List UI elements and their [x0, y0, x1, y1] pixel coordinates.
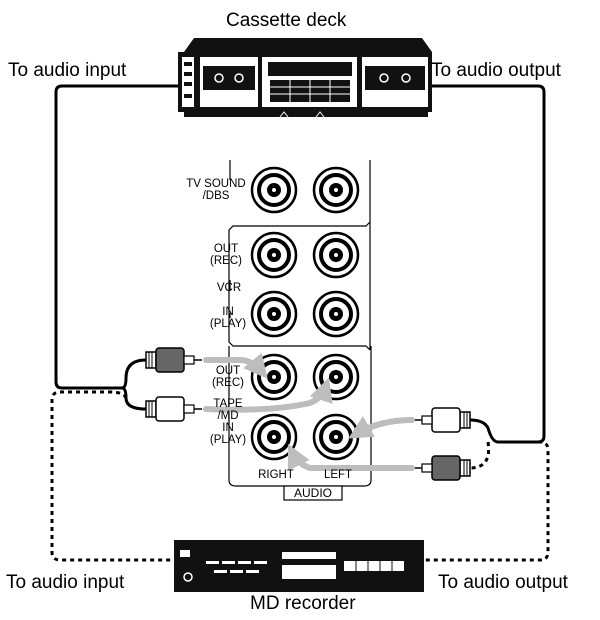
tape-text: TAPE	[213, 398, 243, 410]
tape-play-text: (PLAY)	[209, 434, 247, 446]
md-recorder-icon	[174, 540, 424, 592]
plug-icon	[414, 407, 471, 433]
cassette-deck-icon	[178, 38, 432, 118]
md-recorder-label: MD recorder	[250, 593, 356, 614]
left-label: LEFT	[323, 469, 353, 481]
vcr-out-text: OUT	[213, 243, 239, 255]
tape-out-text: OUT	[215, 365, 241, 377]
jack-icon	[250, 166, 298, 214]
cassette-output-label: To audio output	[431, 60, 561, 81]
jack-icon	[312, 413, 360, 461]
md-input-label: To audio input	[6, 572, 125, 593]
jack-icon	[312, 231, 360, 279]
jack-icon	[250, 231, 298, 279]
jack-icon	[312, 290, 360, 338]
tape-rec-text: (REC)	[212, 377, 244, 389]
vcr-play-text: (PLAY)	[209, 318, 247, 330]
vcr-in-label: IN (PLAY)	[206, 306, 250, 330]
rear-panel	[228, 160, 372, 501]
vcr-out-label: OUT (REC)	[206, 243, 246, 267]
vcr-rec-text: (REC)	[210, 255, 242, 267]
plug-icon	[145, 396, 202, 422]
dbs-text: /DBS	[202, 190, 230, 202]
plug-icon	[414, 455, 471, 481]
audio-label: AUDIO	[293, 486, 332, 500]
signal-arrows	[203, 352, 415, 471]
plug-icon	[145, 347, 202, 373]
md-text: /MD	[217, 410, 239, 422]
tv-sound-text: TV SOUND	[186, 178, 246, 190]
tape-in-text: IN	[222, 422, 234, 434]
jack-icon	[312, 166, 360, 214]
jack-icon	[250, 290, 298, 338]
jack-icon	[250, 353, 298, 401]
tape-md-label: TAPE /MD IN (PLAY)	[206, 398, 250, 446]
md-cables	[50, 390, 550, 562]
tape-out-label: OUT (REC)	[206, 365, 250, 389]
tv-sound-label: TV SOUND /DBS	[184, 178, 248, 202]
vcr-label: VCR	[216, 282, 242, 294]
right-label: RIGHT	[258, 469, 294, 481]
cassette-input-label: To audio input	[8, 60, 127, 81]
jack-icon	[250, 413, 298, 461]
cassette-cables	[54, 84, 546, 444]
vcr-in-text: IN	[222, 306, 234, 318]
cassette-deck-label: Cassette deck	[226, 10, 347, 31]
md-output-label: To audio output	[438, 572, 568, 593]
